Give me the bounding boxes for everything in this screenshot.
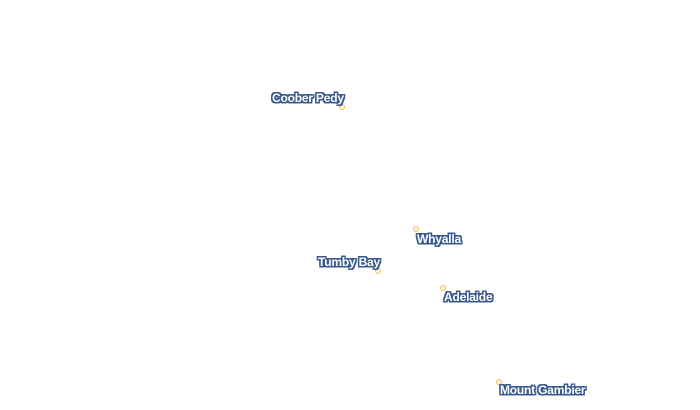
city-marker-coober-pedy[interactable] [339,104,345,110]
city-label-tumby-bay: Tumby Bay [318,255,380,269]
city-marker-tumby-bay[interactable] [375,268,381,274]
city-marker-adelaide[interactable] [440,285,446,291]
city-label-adelaide: Adelaide [444,290,493,304]
city-label-coober-pedy: Coober Pedy [272,91,344,105]
city-label-whyalla: Whyalla [417,232,461,246]
city-label-mount-gambier: Mount Gambier [500,383,586,397]
city-marker-mount-gambier[interactable] [496,379,502,385]
city-marker-whyalla[interactable] [413,226,419,232]
